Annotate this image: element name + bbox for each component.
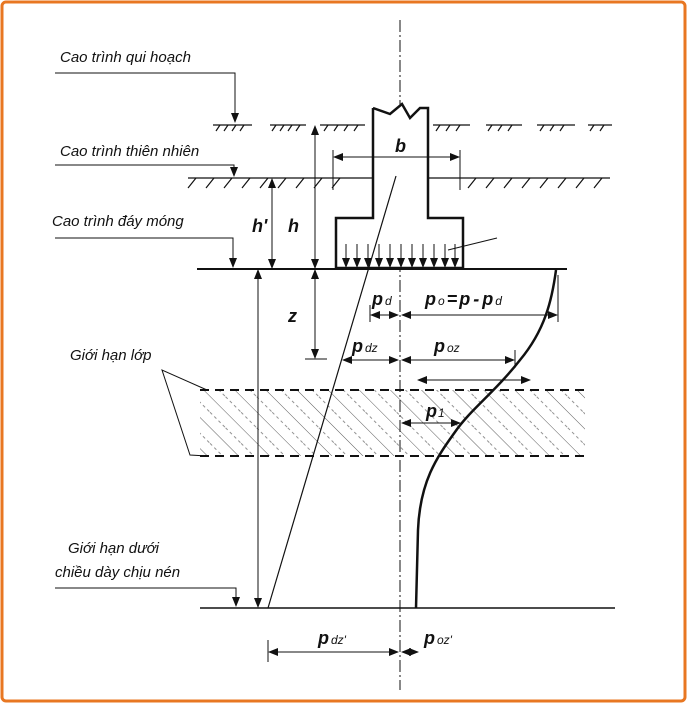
planned-ground-line [213, 124, 612, 132]
planned-level-leader [55, 72, 239, 123]
p1-label: p1 [425, 401, 445, 421]
planned-level-label: Cao trình qui hoạch [60, 49, 191, 66]
lower-limit-label-2: chiều dày chịu nén [55, 564, 180, 581]
layer-boundary-label: Giới hạn lớp [70, 347, 152, 364]
h-prime-label: h' [252, 216, 268, 236]
soil-layer-hatch [200, 390, 585, 456]
leader-line [447, 237, 498, 251]
foundation-footing [334, 102, 465, 270]
foundation-base-leader [55, 237, 237, 268]
h-label: h [288, 216, 299, 236]
b-label: b [395, 136, 406, 156]
natural-level-leader [55, 164, 238, 177]
z-label: z [287, 306, 297, 326]
foundation-base-label: Cao trình đáy móng [52, 213, 184, 230]
layer-boundary-leader [161, 369, 208, 457]
lower-limit-label-1: Giới hạn dưới [68, 540, 160, 557]
self-weight-stress-line [267, 175, 397, 609]
lower-limit-leader [55, 587, 240, 607]
natural-level-label: Cao trình thiên nhiên [60, 143, 199, 160]
